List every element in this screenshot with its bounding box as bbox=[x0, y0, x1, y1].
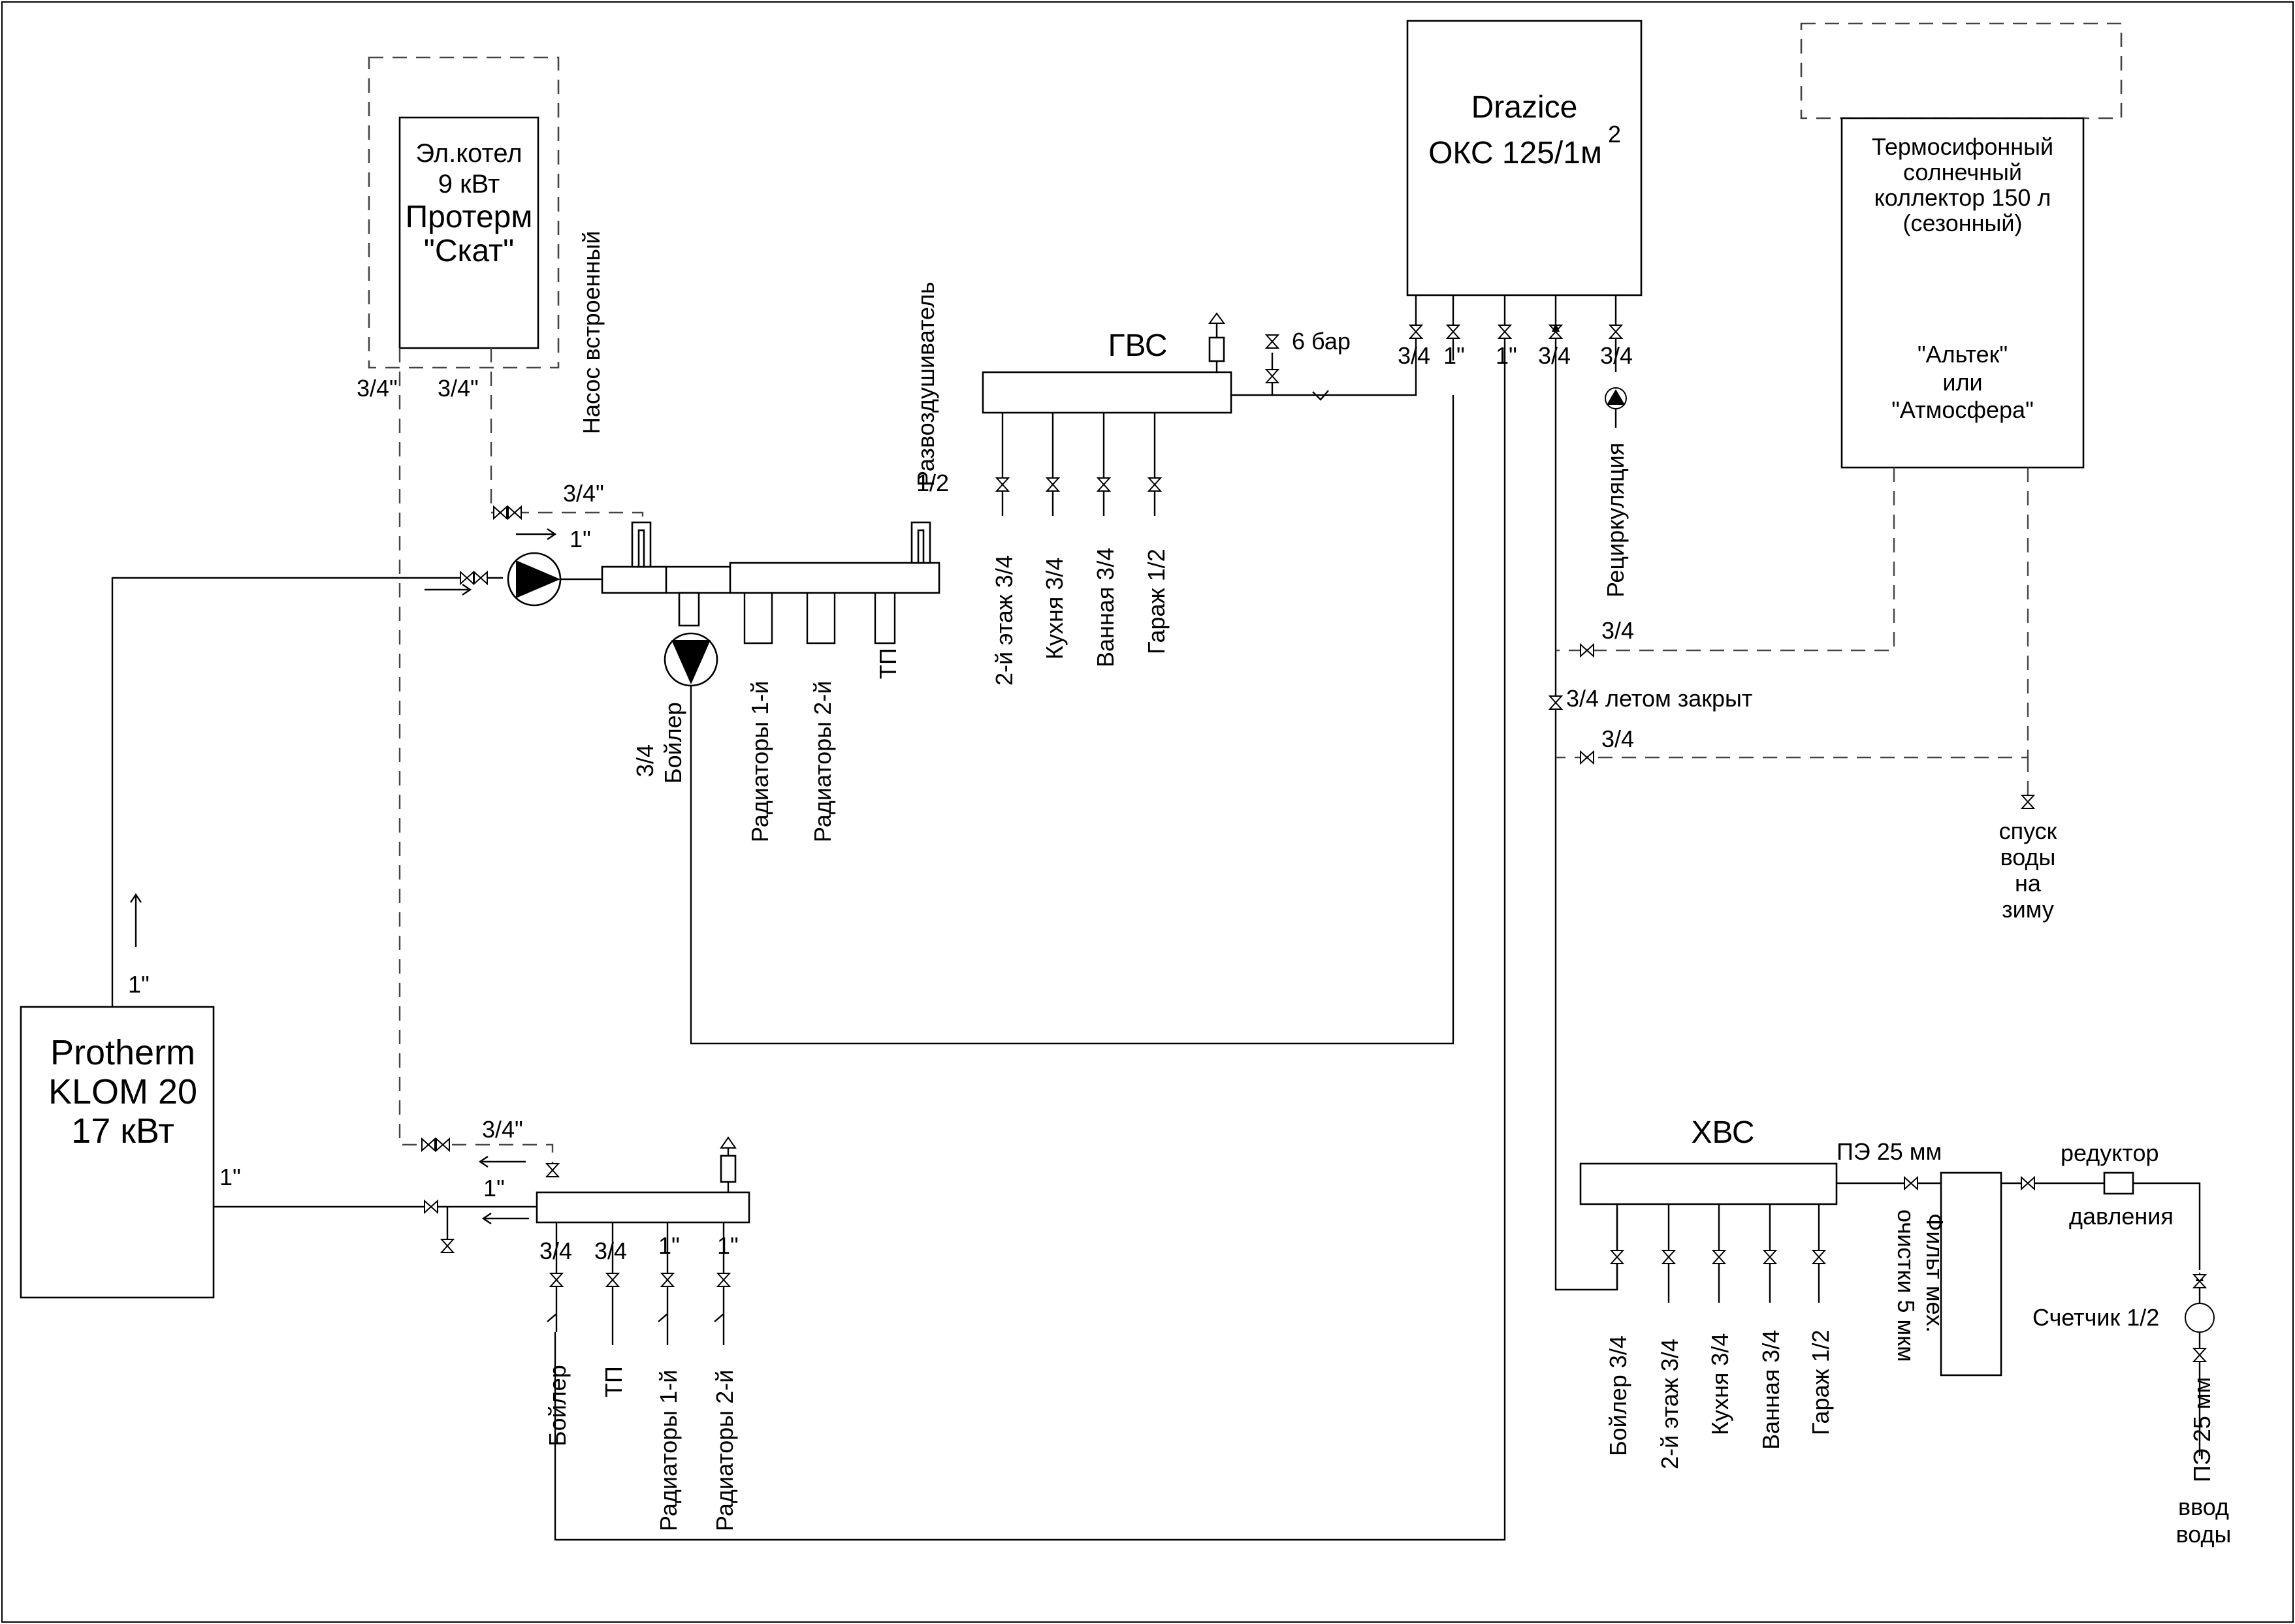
air-vent-line2: 1/2 bbox=[916, 470, 949, 496]
solar-line3: коллектор 150 л bbox=[1874, 184, 2051, 211]
hvs-outlet-5: Гараж 1/2 bbox=[1807, 1329, 1834, 1435]
hvs-title: ХВС bbox=[1691, 1115, 1754, 1150]
el-boiler-line2: 9 кВт bbox=[438, 170, 500, 199]
hvs-outlet-3: Кухня 3/4 bbox=[1707, 1333, 1733, 1435]
solar-pipe-bottom: 3/4 bbox=[1601, 725, 1634, 752]
solar-brand1: "Альтек" bbox=[1918, 341, 2008, 368]
gvs-manifold: ГВС 6 бар 2-й этаж 3/4 Кухня 3/4 Ванная … bbox=[982, 312, 1417, 686]
lower-outlet-2: ТП bbox=[600, 1366, 627, 1397]
drain-line1: спуск bbox=[1999, 818, 2057, 844]
drain-line4: зиму bbox=[2002, 896, 2054, 923]
lower-return-dn: 1" bbox=[483, 1175, 505, 1202]
solar-brand2: "Атмосфера" bbox=[1891, 396, 2034, 423]
lower-conn-4: 1" bbox=[717, 1232, 739, 1259]
tank-model: ОКС 125/1м bbox=[1428, 136, 1602, 170]
lower-outlet-1: Бойлер bbox=[544, 1365, 571, 1446]
hvs-outlet-2: 2-й этаж 3/4 bbox=[1656, 1339, 1683, 1469]
upper-outlet-2: Радиаторы 2-й bbox=[809, 681, 836, 842]
inlet-line2: воды bbox=[2176, 1521, 2232, 1548]
boiler-pump-dn: 3/4 bbox=[632, 744, 658, 777]
upper-manifold: 1" Развоздушиватель 1/2 3/4 Бойлер Радиа… bbox=[111, 281, 949, 1158]
gas-return-dn: 1" bbox=[219, 1164, 241, 1190]
lower-conn-3: 1" bbox=[658, 1232, 680, 1259]
filter-line2: очистки 5 мкм bbox=[1893, 1209, 1919, 1362]
solar-line2: солнечный bbox=[1903, 159, 2022, 185]
water-meter bbox=[2185, 1303, 2215, 1333]
solar-collector: Термосифонный солнечный коллектор 150 л … bbox=[1800, 22, 2123, 469]
recirc-label: Рециркуляция bbox=[1602, 443, 1629, 597]
gas-flow-dn: 1" bbox=[128, 971, 150, 998]
tank-conn-1: 3/4 bbox=[1398, 342, 1430, 369]
hvs-outlet-1: Бойлер 3/4 bbox=[1605, 1335, 1631, 1456]
el-boiler-conn-right: 3/4" bbox=[438, 375, 479, 402]
reducer-line1: редуктор bbox=[2061, 1139, 2159, 1166]
gas-boiler-line2: KLOM 20 bbox=[48, 1072, 197, 1111]
gvs-outlet-1: 2-й этаж 3/4 bbox=[991, 555, 1018, 686]
solar-pipe-mid: 3/4 летом закрыт bbox=[1566, 685, 1752, 712]
gvs-outlet-4: Гараж 1/2 bbox=[1143, 549, 1170, 654]
air-vent-line1: Развоздушиватель bbox=[912, 281, 939, 486]
gas-boiler: Protherm KLOM 20 17 кВт 1" 1" bbox=[20, 893, 241, 1299]
tank-model-sup: 2 bbox=[1608, 121, 1621, 148]
boiler-tank: Drazice ОКС 125/1м 2 3/4 1" 1" 3/4 3/4 Р… bbox=[1398, 20, 1643, 597]
lower-inlet-dn: 3/4" bbox=[482, 1116, 523, 1143]
gvs-outlet-3: Ванная 3/4 bbox=[1092, 548, 1119, 667]
inlet-pipe: ПЭ 25 мм bbox=[2189, 1377, 2215, 1482]
upper-outlet-1: Радиаторы 1-й bbox=[746, 681, 773, 842]
solar-brand-or: или bbox=[1942, 369, 1982, 396]
solar-line4: (сезонный) bbox=[1902, 210, 2022, 236]
el-boiler-line3: Протерм bbox=[406, 200, 533, 234]
drain-line2: воды bbox=[2000, 844, 2056, 870]
tank-brand: Drazice bbox=[1471, 90, 1578, 125]
gvs-outlet-2: Кухня 3/4 bbox=[1041, 558, 1068, 660]
hvs-pipe-in: ПЭ 25 мм bbox=[1837, 1138, 1942, 1165]
upper-inlet-dn: 3/4" bbox=[563, 480, 604, 507]
el-boiler-line1: Эл.котел bbox=[415, 139, 522, 168]
pump-builtin-label: Насос встроенный bbox=[578, 231, 605, 434]
gas-boiler-line3: 17 кВт bbox=[71, 1111, 174, 1151]
tank-conn-5: 3/4 bbox=[1600, 342, 1633, 369]
drain-line3: на bbox=[2015, 870, 2042, 897]
lower-conn-2: 3/4 bbox=[594, 1237, 627, 1264]
hvs-outlet-4: Ванная 3/4 bbox=[1757, 1330, 1784, 1450]
water-inlet: Фильт мех. очистки 5 мкм редуктор давлен… bbox=[1837, 1139, 2231, 1548]
pump-dn: 1" bbox=[570, 526, 591, 552]
electric-boiler: Эл.котел 9 кВт Протерм "Скат" 3/4" 3/4" bbox=[357, 56, 560, 402]
tank-conn-2: 1" bbox=[1443, 342, 1465, 369]
boiler-pump-label: Бойлер bbox=[660, 702, 686, 784]
lower-conn-1: 3/4 bbox=[539, 1237, 572, 1264]
hvs-manifold: ХВС Бойлер 3/4 2-й этаж 3/4 Кухня 3/4 Ва… bbox=[1579, 1115, 1942, 1469]
solar-pipe-top: 3/4 bbox=[1601, 617, 1634, 644]
lower-outlet-3: Радиаторы 1-й bbox=[655, 1370, 682, 1531]
solar-line1: Термосифонный bbox=[1872, 133, 2053, 160]
lower-outlet-4: Радиаторы 2-й bbox=[711, 1370, 738, 1531]
reducer-line2: давления bbox=[2069, 1203, 2174, 1230]
tank-conn-3: 1" bbox=[1496, 342, 1517, 369]
filter-line1: Фильт мех. bbox=[1921, 1213, 1948, 1333]
el-boiler-conn-left: 3/4" bbox=[357, 375, 398, 402]
gvs-title: ГВС bbox=[1108, 328, 1167, 363]
meter-label: Счетчик 1/2 bbox=[2032, 1304, 2159, 1331]
inlet-line1: ввод bbox=[2178, 1493, 2229, 1520]
lower-manifold: 1" 3/4 3/4 1" 1" Бойлер ТП Радиаторы 1-й… bbox=[214, 1136, 750, 1531]
gvs-pressure: 6 бар bbox=[1292, 328, 1351, 355]
upper-outlet-3: ТП bbox=[875, 648, 901, 679]
tank-conn-4: 3/4 bbox=[1538, 342, 1571, 369]
gas-boiler-line1: Protherm bbox=[50, 1033, 195, 1072]
el-boiler-line4: "Скат" bbox=[424, 234, 514, 268]
